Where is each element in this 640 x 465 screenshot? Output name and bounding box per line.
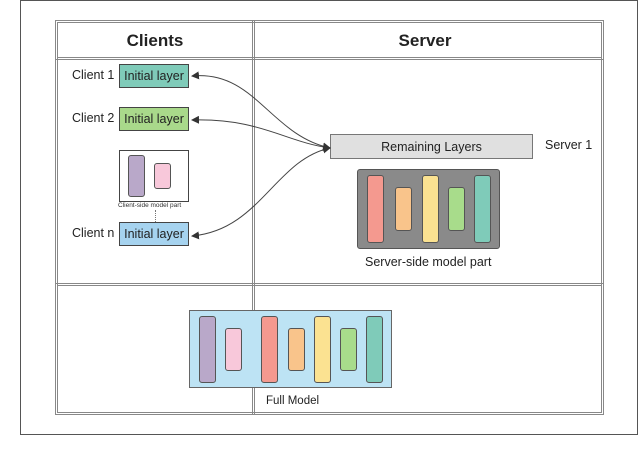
full-yellow-layer — [314, 316, 331, 383]
full-red-layer — [261, 316, 278, 383]
full-green-layer — [340, 328, 357, 371]
server-red-layer — [367, 175, 384, 243]
client-purple-layer — [128, 155, 145, 197]
client-2-initial-layer: Initial layer — [119, 107, 189, 131]
client-side-caption: Client-side model part — [118, 202, 182, 209]
server-side-caption: Server-side model part — [365, 255, 492, 269]
client-1-label: Client 1 — [72, 68, 115, 82]
server-orange-layer — [395, 187, 412, 231]
client-side-model-part — [119, 150, 189, 202]
server-green-layer — [448, 187, 465, 231]
full-orange-layer — [288, 328, 305, 371]
header-row-border — [55, 20, 604, 60]
client-n-initial-layer: Initial layer — [119, 222, 189, 246]
full-model-caption: Full Model — [266, 395, 320, 407]
server-yellow-layer — [422, 175, 439, 243]
full-purple-layer — [199, 316, 216, 383]
server-side-model-part — [357, 169, 500, 249]
client-pink-layer — [154, 163, 171, 189]
full-model-region-border — [55, 283, 604, 415]
remaining-layers-box: Remaining Layers — [330, 134, 533, 159]
full-pink-layer — [225, 328, 242, 371]
clients-header: Clients — [126, 31, 184, 50]
figure-frame — [20, 0, 638, 435]
client-2-label: Client 2 — [72, 111, 115, 125]
server-1-label: Server 1 — [545, 138, 593, 152]
full-model — [189, 310, 392, 388]
client-1-initial-layer: Initial layer — [119, 64, 189, 88]
server-header: Server — [398, 31, 452, 50]
ellipsis-connector — [155, 210, 156, 222]
full-teal-layer — [366, 316, 383, 383]
server-teal-layer — [474, 175, 491, 243]
client-n-label: Client n — [72, 226, 115, 240]
